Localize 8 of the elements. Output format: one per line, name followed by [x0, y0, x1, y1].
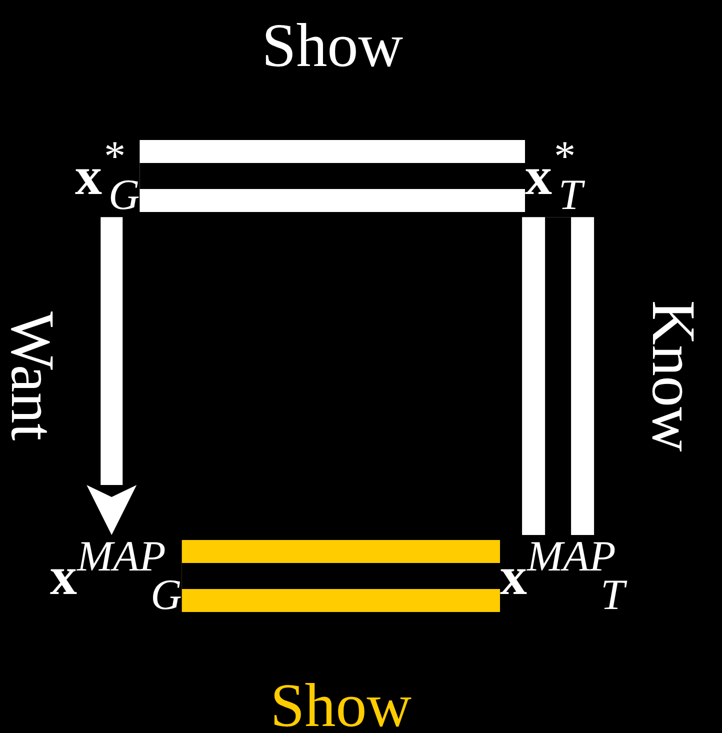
edge-label: Show: [270, 675, 412, 733]
edge-label: Show: [262, 15, 403, 78]
arrow: [86, 217, 137, 535]
double-line-connector: [522, 217, 594, 535]
edge-label: Know: [642, 300, 704, 452]
double-line-connector: [140, 140, 525, 212]
double-line-connector: [182, 540, 500, 612]
edge-label: Want: [0, 311, 63, 441]
